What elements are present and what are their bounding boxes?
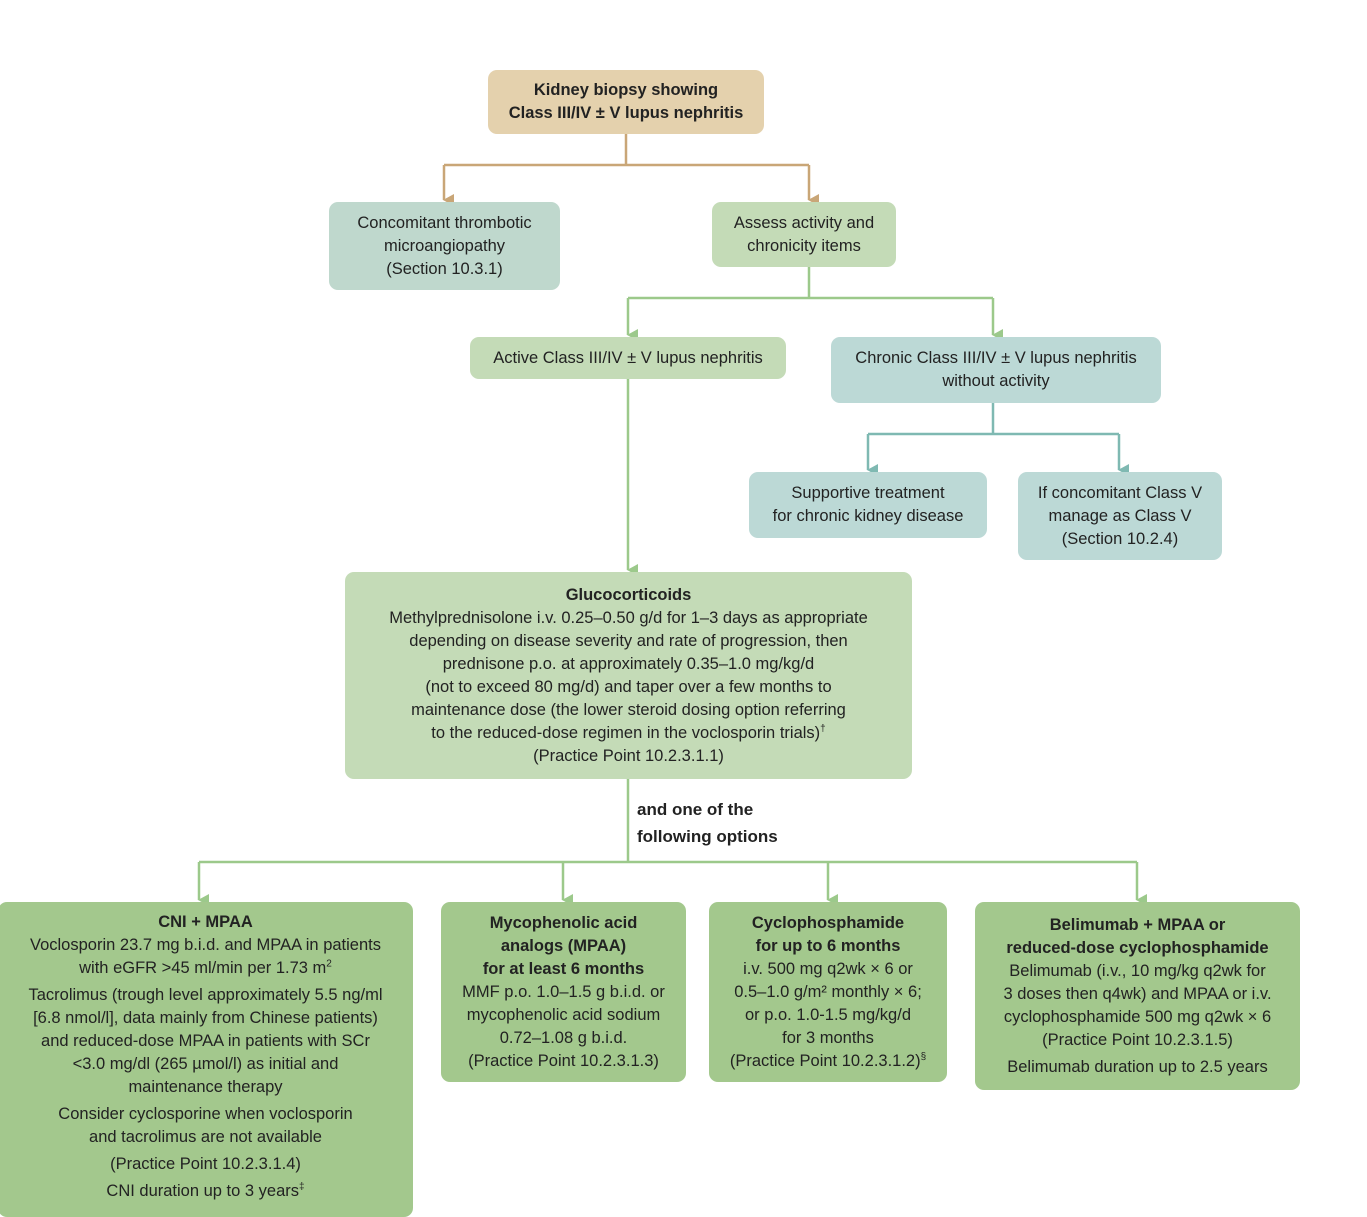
- belimumab-box: Belimumab + MPAA or reduced-dose cycloph…: [975, 902, 1300, 1090]
- belimumab-title-2: reduced-dose cyclophosphamide: [1006, 938, 1269, 957]
- glucocorticoids-line-3: prednisone p.o. at approximately 0.35–1.…: [442, 654, 815, 673]
- supportive-treatment-box: Supportive treatment for chronic kidney …: [749, 472, 987, 538]
- root-line-2: Class III/IV ± V lupus nephritis: [508, 104, 744, 122]
- mpaa-title-1: Mycophenolic acid: [489, 913, 638, 932]
- cyclophosphamide-box: Cyclophosphamide for up to 6 months i.v.…: [709, 902, 947, 1082]
- cyclo-title-2: for up to 6 months: [755, 936, 901, 955]
- class-v-box: If concomitant Class V manage as Class V…: [1018, 472, 1222, 560]
- root-line-1: Kidney biopsy showing: [533, 81, 719, 99]
- root-biopsy-box: Kidney biopsy showing Class III/IV ± V l…: [488, 70, 764, 134]
- active-label: Active Class III/IV ± V lupus nephritis: [493, 348, 763, 367]
- cni-mpaa-box: CNI + MPAA Voclosporin 23.7 mg b.i.d. an…: [0, 902, 413, 1217]
- cni-p1-line-2-text: with eGFR >45 ml/min per 1.73 m: [79, 959, 327, 977]
- class-v-line-1: If concomitant Class V: [1037, 483, 1203, 502]
- cni-title: CNI + MPAA: [158, 913, 253, 931]
- glucocorticoids-title: Glucocorticoids: [565, 585, 692, 604]
- mpaa-line-4: (Practice Point 10.2.3.1.3): [468, 1051, 659, 1070]
- cyclo-line-5: (Practice Point 10.2.3.1.2)§: [730, 1050, 926, 1073]
- tma-line-3: (Section 10.3.1): [386, 259, 503, 278]
- cni-p5-sup: ‡: [299, 1181, 305, 1193]
- glucocorticoids-line-4: (not to exceed 80 mg/d) and taper over a…: [425, 677, 832, 696]
- cni-p2-line-1: Tacrolimus (trough level approximately 5…: [28, 986, 383, 1004]
- class-v-line-2: manage as Class V: [1048, 506, 1192, 525]
- cni-p5-text: CNI duration up to 3 years: [106, 1182, 300, 1200]
- assess-connector: [626, 267, 1003, 341]
- cni-p3-line-2: and tacrolimus are not available: [89, 1128, 322, 1146]
- cyclo-title-1: Cyclophosphamide: [751, 913, 905, 932]
- active-lupus-nephritis-box: Active Class III/IV ± V lupus nephritis: [470, 337, 786, 379]
- options-connector: [197, 779, 1147, 906]
- root-connector: [442, 134, 819, 206]
- cni-p5: CNI duration up to 3 years‡: [106, 1180, 304, 1203]
- chronic-connector: [866, 403, 1129, 476]
- options-connector-label: and one of the following options: [637, 796, 778, 850]
- cni-p2-line-2: [6.8 nmol/l], data mainly from Chinese p…: [33, 1009, 378, 1027]
- glucocorticoids-line-1: Methylprednisolone i.v. 0.25–0.50 g/d fo…: [389, 608, 868, 627]
- connector-line-1: and one of the: [637, 800, 754, 819]
- belimumab-line-3: cyclophosphamide 500 mg q2wk × 6: [1003, 1007, 1272, 1026]
- cyclo-line-2: 0.5–1.0 g/m² monthly × 6;: [734, 982, 922, 1001]
- chronic-line-2: without activity: [942, 372, 1050, 390]
- cni-p2-line-5: maintenance therapy: [128, 1078, 283, 1096]
- glucocorticoids-box: Glucocorticoids Methylprednisolone i.v. …: [345, 572, 912, 779]
- chronic-lupus-nephritis-box: Chronic Class III/IV ± V lupus nephritis…: [831, 337, 1161, 403]
- connector-line-2: following options: [637, 827, 778, 846]
- belimumab-line-4: (Practice Point 10.2.3.1.5): [1042, 1030, 1233, 1049]
- cyclo-line-5-text: (Practice Point 10.2.3.1.2): [729, 1051, 921, 1070]
- mpaa-line-2: mycophenolic acid sodium: [466, 1005, 661, 1024]
- cyclo-line-1: i.v. 500 mg q2wk × 6 or: [743, 959, 913, 978]
- supportive-line-2: for chronic kidney disease: [772, 507, 964, 525]
- assess-line-2: chronicity items: [747, 236, 861, 255]
- glucocorticoids-line-6: to the reduced-dose regimen in the voclo…: [431, 722, 825, 745]
- glucocorticoids-line-5: maintenance dose (the lower steroid dosi…: [411, 700, 846, 719]
- glucocorticoids-line-6-text: to the reduced-dose regimen in the voclo…: [431, 723, 821, 742]
- chronic-line-1: Chronic Class III/IV ± V lupus nephritis: [855, 349, 1137, 367]
- mpaa-title-2: analogs (MPAA): [500, 936, 627, 955]
- belimumab-line-1: Belimumab (i.v., 10 mg/kg q2wk for: [1009, 961, 1266, 980]
- mpaa-box: Mycophenolic acid analogs (MPAA) for at …: [441, 902, 686, 1082]
- cyclo-line-4: for 3 months: [782, 1028, 874, 1047]
- cni-p4: (Practice Point 10.2.3.1.4): [110, 1155, 301, 1173]
- cni-p1-line-1: Voclosporin 23.7 mg b.i.d. and MPAA in p…: [30, 936, 381, 954]
- belimumab-title-1: Belimumab + MPAA or: [1049, 915, 1226, 934]
- belimumab-line-2: 3 doses then q4wk) and MPAA or i.v.: [1003, 984, 1272, 1003]
- cni-p1-line-2: with eGFR >45 ml/min per 1.73 m2: [79, 957, 332, 980]
- thrombotic-microangiopathy-box: Concomitant thrombotic microangiopathy (…: [329, 202, 560, 290]
- assess-activity-box: Assess activity and chronicity items: [712, 202, 896, 267]
- class-v-line-3: (Section 10.2.4): [1061, 529, 1179, 548]
- belimumab-duration: Belimumab duration up to 2.5 years: [1007, 1057, 1268, 1076]
- glucocorticoids-footnote-mark: †: [820, 723, 826, 734]
- cni-p2-line-4: <3.0 mg/dl (265 µmol/l) as initial and: [72, 1055, 339, 1073]
- glucocorticoids-line-7: (Practice Point 10.2.3.1.1): [533, 746, 724, 765]
- mpaa-line-1: MMF p.o. 1.0–1.5 g b.i.d. or: [462, 982, 665, 1001]
- cni-p3-line-1: Consider cyclosporine when voclosporin: [58, 1105, 353, 1123]
- mpaa-line-3: 0.72–1.08 g b.i.d.: [499, 1028, 628, 1047]
- supportive-line-1: Supportive treatment: [791, 484, 945, 502]
- cni-p2-line-3: and reduced-dose MPAA in patients with S…: [41, 1032, 370, 1050]
- tma-line-1: Concomitant thrombotic: [357, 213, 532, 232]
- cyclo-line-3: or p.o. 1.0-1.5 mg/kg/d: [744, 1005, 911, 1024]
- glucocorticoids-line-2: depending on disease severity and rate o…: [409, 631, 848, 650]
- tma-line-2: microangiopathy: [383, 236, 506, 255]
- cni-p1-sup: 2: [326, 958, 332, 970]
- assess-line-1: Assess activity and: [733, 213, 875, 232]
- mpaa-title-3: for at least 6 months: [482, 959, 645, 978]
- cyclo-footnote-mark: §: [920, 1051, 927, 1062]
